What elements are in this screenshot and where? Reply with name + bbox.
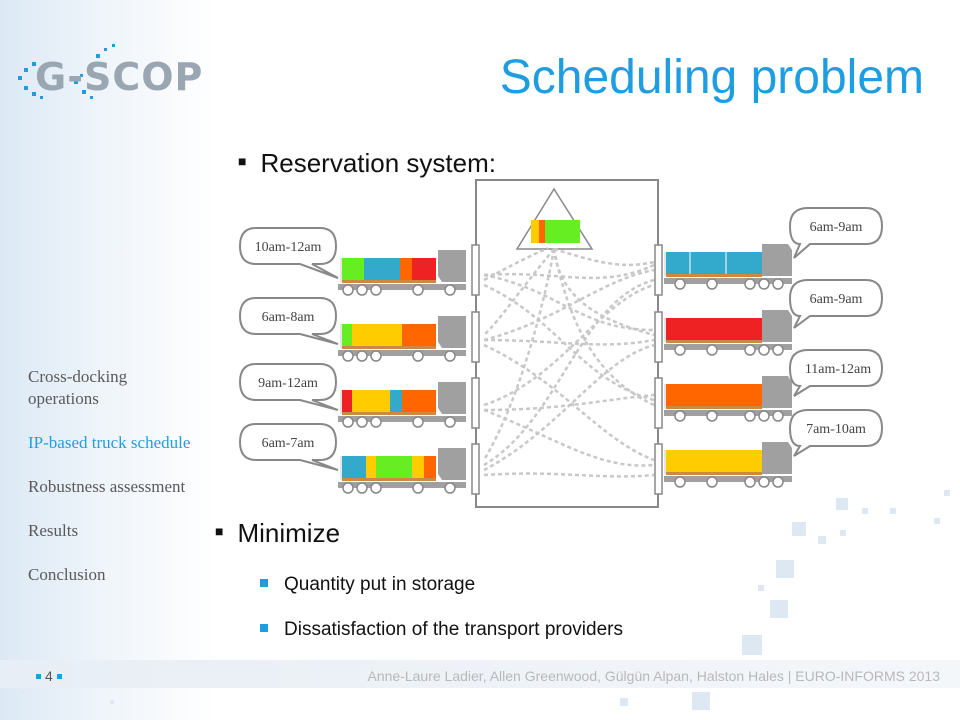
dock-doors xyxy=(471,244,663,495)
outbound-window-label: 11am-12am xyxy=(805,362,871,377)
time-window-bubble xyxy=(788,207,884,259)
footer-bar xyxy=(0,660,960,688)
truck-icon xyxy=(664,442,792,488)
flow-lines xyxy=(482,246,655,478)
section-nav: Cross-docking operations IP-based truck … xyxy=(28,366,198,608)
square-bullet-icon xyxy=(260,624,268,632)
footer-text: Anne-Laure Ladier, Allen Greenwood, Gülg… xyxy=(367,668,941,684)
time-window-bubble xyxy=(788,279,884,329)
objective-item: Dissatisfaction of the transport provide… xyxy=(260,619,623,641)
sidebar-background xyxy=(0,0,215,720)
truck-icon xyxy=(664,310,792,356)
nav-item-conclusion[interactable]: Conclusion xyxy=(28,565,106,584)
logo-mark xyxy=(18,44,115,99)
truck-icon xyxy=(664,376,792,422)
reservation-label: Reservation system: xyxy=(260,148,496,178)
truck-icon xyxy=(338,316,466,362)
time-window-bubble xyxy=(788,349,884,397)
inbound-window-label: 6am-8am xyxy=(262,310,315,325)
truck-icon xyxy=(338,382,466,428)
time-window-bubble xyxy=(788,409,884,457)
outbound-window-label: 6am-9am xyxy=(810,292,863,307)
objective-text: Dissatisfaction of the transport provide… xyxy=(284,619,623,640)
outbound-window-label: 6am-9am xyxy=(810,220,863,235)
time-window-bubble xyxy=(238,423,339,471)
nav-item-cross-docking[interactable]: Cross-docking operations xyxy=(28,367,128,408)
inbound-window-label: 6am-7am xyxy=(262,436,315,451)
time-window-bubble xyxy=(238,363,339,411)
outbound-window-label: 7am-10am xyxy=(806,422,866,437)
page-number: 4 xyxy=(32,668,66,684)
dot-icon xyxy=(56,674,62,679)
minimize-heading: ■ Minimize xyxy=(215,518,340,549)
reservation-heading: ■ Reservation system: xyxy=(238,148,496,179)
objective-text: Quantity put in storage xyxy=(284,574,476,595)
inbound-window-label: 9am-12am xyxy=(258,376,318,391)
nav-item-results[interactable]: Results xyxy=(28,521,79,540)
nav-item-ip-schedule[interactable]: IP-based truck schedule xyxy=(28,433,191,452)
page-title: Scheduling problem xyxy=(499,51,924,104)
pallet-storage-icon xyxy=(515,187,594,250)
page-number-text: 4 xyxy=(45,668,53,684)
square-bullet-icon: ■ xyxy=(238,153,247,169)
nav-item-robustness[interactable]: Robustness assessment xyxy=(28,477,186,496)
inbound-window-label: 10am-12am xyxy=(255,240,322,255)
dot-icon xyxy=(36,674,41,679)
time-window-bubble xyxy=(238,297,339,345)
truck-icon xyxy=(664,244,792,290)
logo-text: G-SCOP xyxy=(35,55,204,99)
truck-icon xyxy=(338,250,466,296)
square-bullet-icon: ■ xyxy=(215,523,224,539)
time-window-bubble xyxy=(238,227,339,279)
cross-dock-diagram: 10am-12am 6am-8am 9am-12am 6am-7am 6am-9… xyxy=(238,179,884,508)
minimize-label: Minimize xyxy=(237,518,341,548)
square-bullet-icon xyxy=(260,579,268,587)
truck-icon xyxy=(338,448,466,494)
objective-item: Quantity put in storage xyxy=(260,574,475,596)
